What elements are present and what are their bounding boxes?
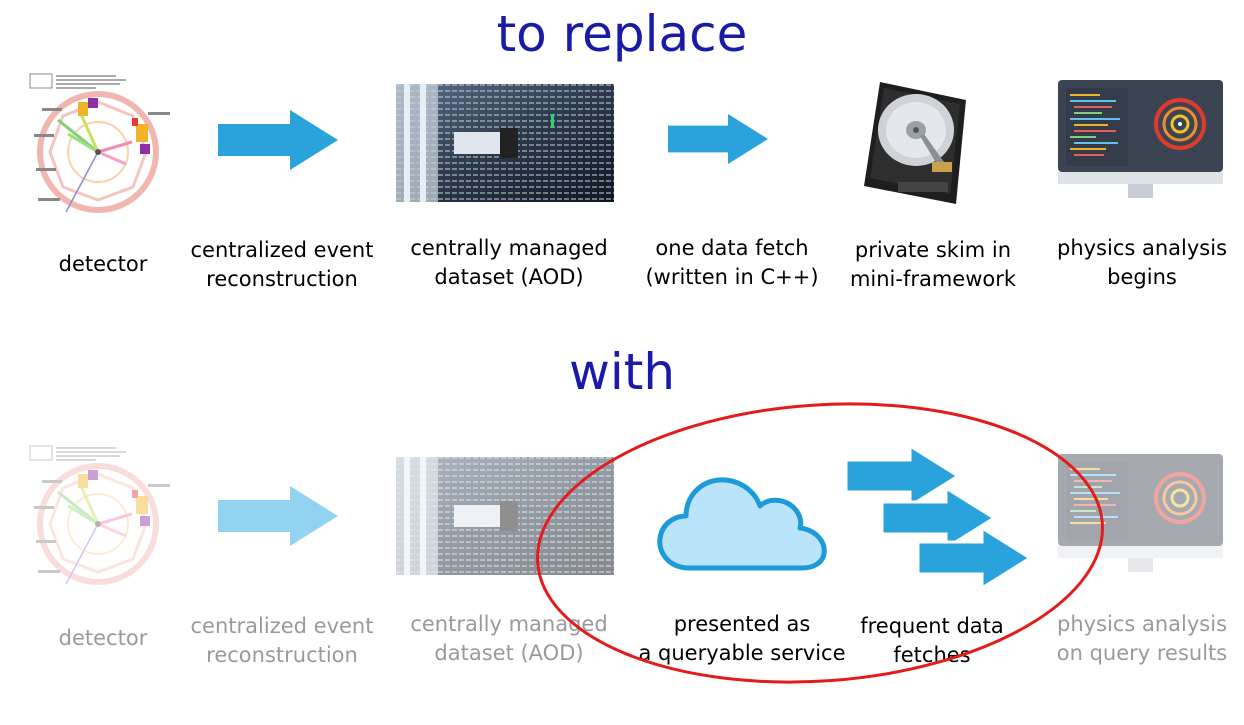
arrow-icon — [218, 110, 338, 170]
top-heading: to replace — [496, 5, 748, 63]
bottom-heading: with — [568, 343, 676, 401]
detector-event-display-icon — [29, 73, 170, 213]
dataset-label: centrally managed dataset (AOD) — [410, 236, 608, 289]
detector-label: detector — [58, 626, 148, 650]
queryable-service-label: presented as a queryable service — [638, 612, 846, 665]
detector-label: detector — [58, 252, 148, 276]
data-fetch-label: one data fetch (written in C++) — [645, 236, 819, 289]
analysis-query-results-label: physics analysis on query results — [1056, 612, 1228, 665]
detector-event-display-icon — [28, 444, 178, 594]
dataset-label: centrally managed dataset (AOD) — [410, 612, 608, 665]
reconstruction-label: centralized event reconstruction — [190, 614, 374, 667]
faded-arrow-icon — [218, 486, 338, 546]
frequent-fetch-arrows-icon — [844, 443, 1033, 591]
server-racks-icon — [396, 84, 614, 202]
highlight-ellipse — [536, 402, 1104, 684]
hard-drive-icon — [864, 82, 966, 204]
analysis-begins-label: physics analysis begins — [1056, 236, 1228, 289]
monitor-icon — [1058, 80, 1223, 198]
private-skim-label: private skim in mini-framework — [849, 238, 1017, 291]
server-racks-icon — [396, 457, 614, 575]
reconstruction-label: centralized event reconstruction — [190, 238, 374, 291]
arrow-icon — [668, 114, 768, 164]
cloud-icon — [657, 477, 827, 571]
